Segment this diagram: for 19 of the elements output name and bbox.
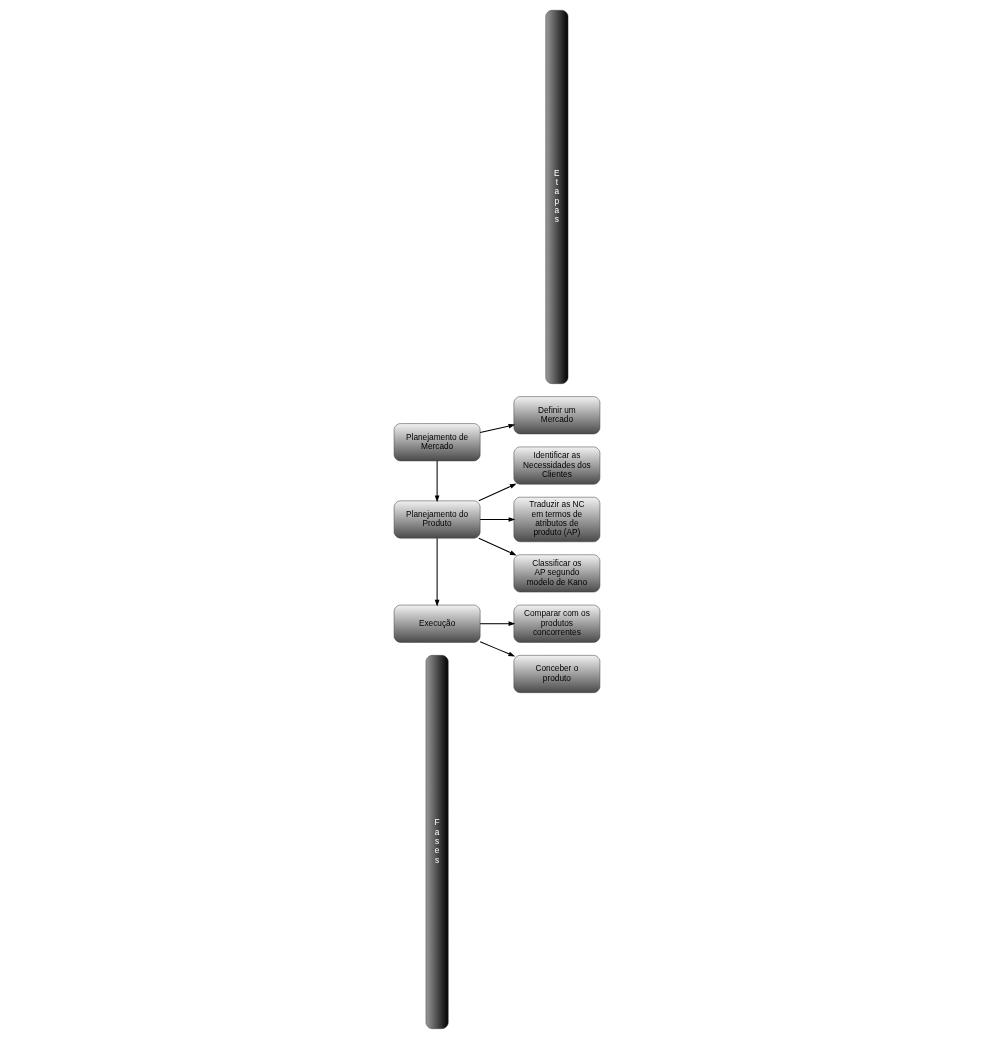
node-box: Fases [425,655,448,1029]
arrow [434,537,439,607]
node-box: Conceber o produto [513,655,600,693]
node-box: Classificar os AP segundo modelo de Kano [513,554,600,593]
node-box: Execução [393,604,480,643]
arrow [479,641,515,657]
node-box: Planejamento do Produto [393,500,480,539]
arrow [479,621,515,627]
arrow [434,460,439,503]
node-box: Comparar com os produtos concorrentes [513,604,600,643]
arrow [477,483,517,502]
node-box: Planejamento de Mercado [393,423,480,462]
node-box: Identificar as Necessidades dos Clientes [513,446,600,485]
node-box: Traduzir as NC em termos de atributos de produto (AP) [513,496,600,543]
node-box: Definir um Mercado [513,396,600,435]
arrow [479,423,515,434]
arrow [479,517,515,522]
node-box: Etapas [545,10,568,384]
arrow [477,537,517,556]
